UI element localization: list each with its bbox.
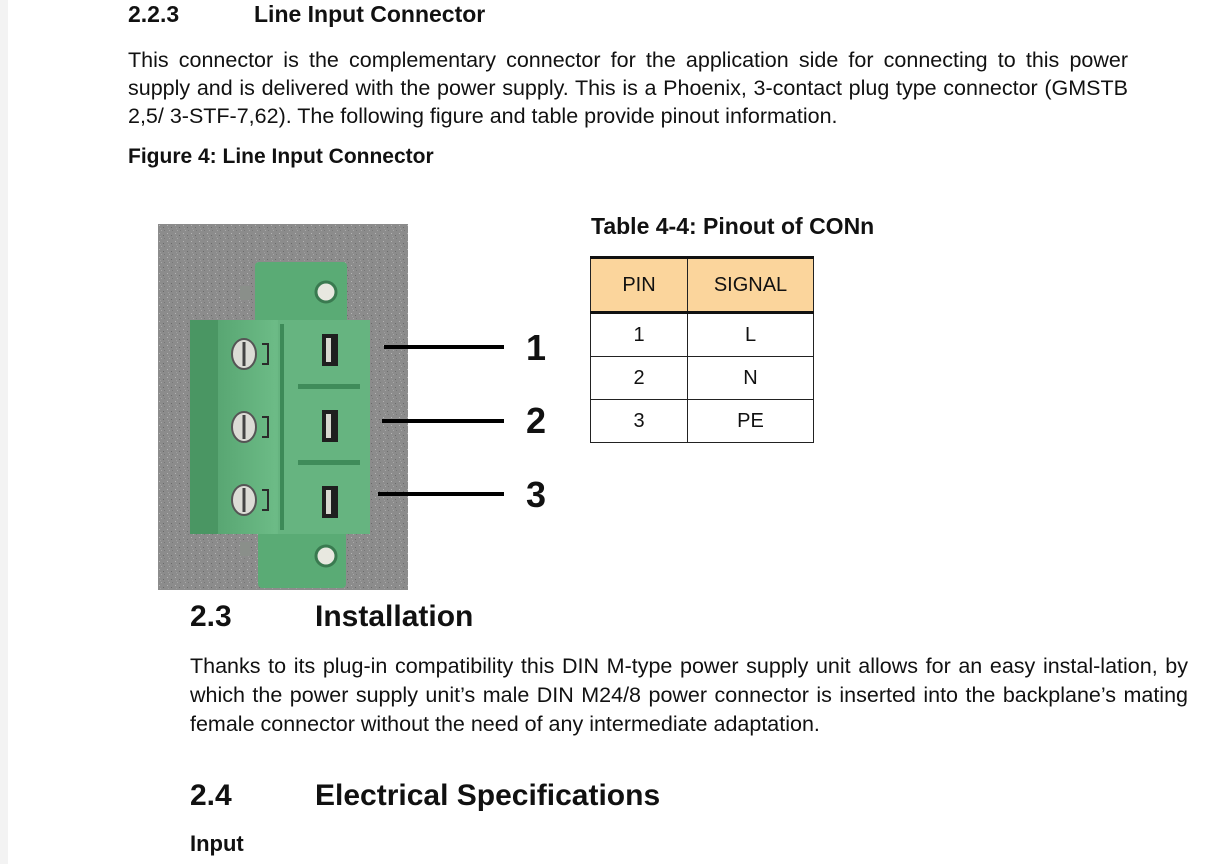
table-header-row: PIN SIGNAL bbox=[590, 256, 814, 314]
section-title: Electrical Specifications bbox=[315, 779, 661, 812]
section-number: 2.4 bbox=[190, 779, 232, 812]
section-heading-2-4: 2.4 Electrical Specifications bbox=[190, 779, 660, 813]
table-row: 2 N bbox=[590, 356, 814, 400]
signal-cell: PE bbox=[687, 399, 814, 443]
section-title: Installation bbox=[315, 600, 474, 633]
signal-cell: L bbox=[687, 312, 814, 357]
callout-line-3 bbox=[378, 492, 504, 496]
section-heading-2-2-3: 2.2.3 Line Input Connector bbox=[128, 1, 485, 28]
signal-cell: N bbox=[687, 356, 814, 400]
callout-number-2: 2 bbox=[526, 400, 547, 441]
table-row: 3 PE bbox=[590, 399, 814, 443]
connector-description-paragraph: This connector is the complementary conn… bbox=[128, 48, 1128, 128]
column-header-signal: SIGNAL bbox=[687, 256, 814, 314]
section-number: 2.2.3 bbox=[128, 1, 180, 27]
pinout-table: PIN SIGNAL 1 L 2 N 3 PE bbox=[590, 256, 814, 443]
callout-line-2 bbox=[382, 419, 504, 423]
callout-line-1 bbox=[384, 345, 504, 349]
callout-number-3: 3 bbox=[526, 474, 547, 515]
pin-cell: 2 bbox=[590, 356, 688, 400]
input-subheading: Input bbox=[190, 831, 244, 856]
table-title: Table 4-4: Pinout of CONn bbox=[591, 213, 875, 239]
figure-caption: Figure 4: Line Input Connector bbox=[128, 145, 434, 168]
page-edge bbox=[0, 0, 8, 864]
table-row: 1 L bbox=[590, 312, 814, 357]
pin-cell: 1 bbox=[590, 312, 688, 357]
installation-paragraph: Thanks to its plug-in compatibility this… bbox=[190, 654, 1188, 736]
connector-photo bbox=[158, 224, 408, 590]
section-title: Line Input Connector bbox=[254, 1, 486, 27]
pin-cell: 3 bbox=[590, 399, 688, 443]
section-number: 2.3 bbox=[190, 600, 232, 633]
section-heading-2-3: 2.3 Installation bbox=[190, 600, 473, 634]
column-header-pin: PIN bbox=[590, 256, 688, 314]
callout-number-1: 1 bbox=[526, 327, 547, 368]
